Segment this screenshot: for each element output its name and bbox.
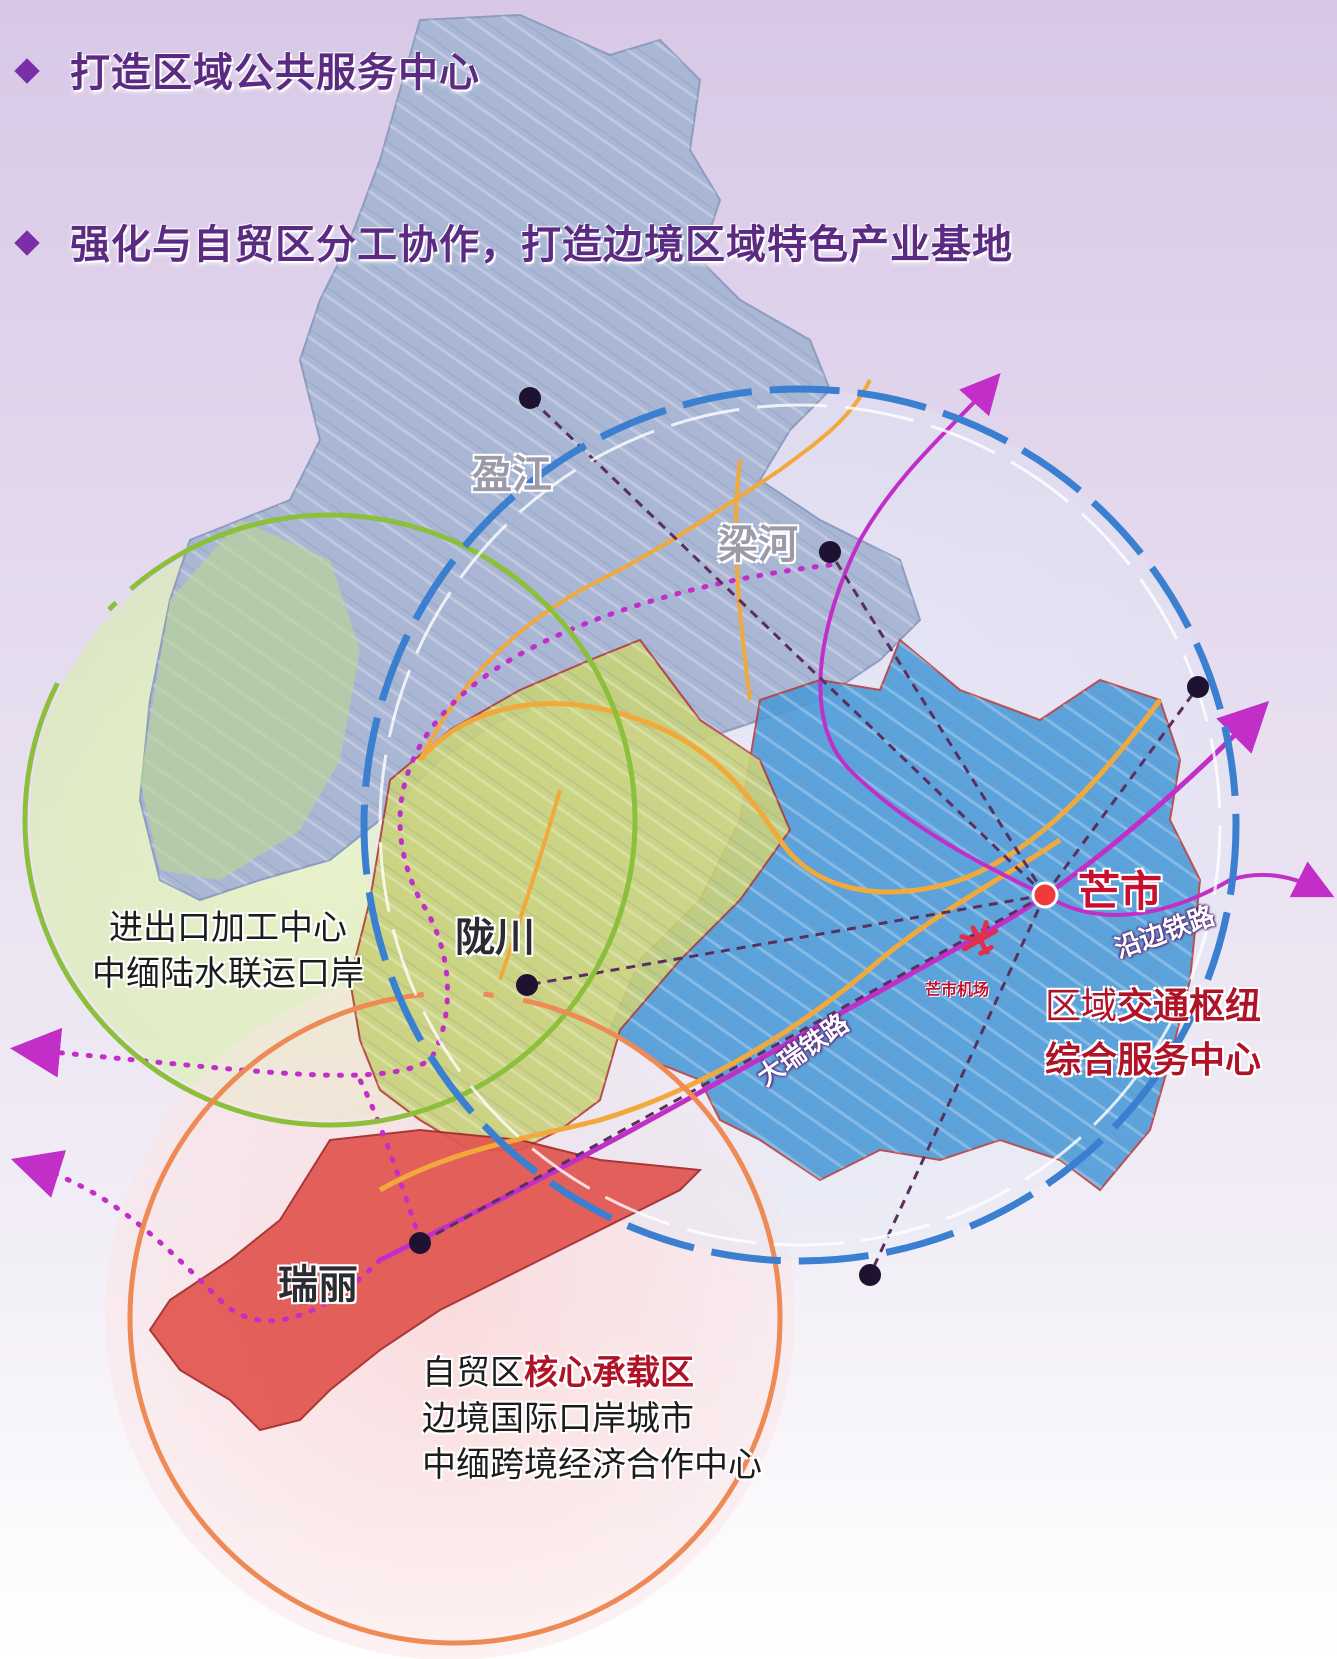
longchuan-dot <box>516 974 538 996</box>
callout-ruili-line1: 自贸区核心承载区 <box>422 1350 762 1396</box>
western-terrain <box>140 520 360 880</box>
headline-1-text: 打造区域公共服务中心 <box>70 50 480 96</box>
callout-ruili-highlight: 核心承载区 <box>524 1353 694 1393</box>
diamond-bullet-icon <box>14 230 40 256</box>
dali-ruili-railway <box>378 700 1270 1263</box>
road-main <box>418 698 1162 895</box>
label-mangshi-airport: 芒市机场 <box>925 980 990 999</box>
road-south <box>378 837 1062 1193</box>
label-lianghe: 梁河 <box>718 522 798 568</box>
road-north <box>418 379 872 761</box>
label-yingjiang: 盈江 <box>472 452 552 498</box>
longchuan-zone-texture <box>350 640 790 1150</box>
airplane-icon <box>959 920 999 956</box>
callout-mangshi-line1: 区域交通枢纽 <box>1045 980 1261 1034</box>
callout-longchuan-line1: 进出口加工中心 <box>109 908 347 948</box>
border-railway-east <box>1043 861 1335 917</box>
callout-ruili-line3: 中缅跨境经济合作中心 <box>422 1445 762 1485</box>
ruili-dot <box>409 1232 431 1254</box>
yingjiang-dot <box>519 387 541 409</box>
ruili-zone <box>148 1128 703 1432</box>
south-dot <box>859 1264 881 1286</box>
corridor-southwest <box>10 1150 383 1324</box>
mangshi-ring-inner <box>378 403 1222 1247</box>
callout-longchuan-line2: 中缅陆水联运口岸 <box>92 954 364 994</box>
callout-ruili-line2: 边境国际口岸城市 <box>422 1399 694 1439</box>
ruili-ring <box>127 990 783 1646</box>
road-lianghe <box>733 459 752 701</box>
mangshi-ring <box>360 385 1240 1265</box>
callout-mangshi-prefix: 区域 <box>1045 986 1118 1027</box>
label-mangshi: 芒市 <box>1078 867 1163 916</box>
road-longchuan <box>498 789 562 981</box>
label-ruili: 瑞丽 <box>278 1262 358 1308</box>
callout-mangshi: 区域交通枢纽 综合服务中心 <box>1045 980 1261 1088</box>
callout-longchuan: 进出口加工中心 中缅陆水联运口岸 <box>92 905 364 997</box>
callout-ruili-prefix: 自贸区 <box>422 1353 524 1393</box>
label-longchuan: 陇川 <box>455 915 535 961</box>
mangshi-dot <box>1031 881 1059 909</box>
longchuan-ring <box>22 512 638 1128</box>
northeast-dot <box>1187 676 1209 698</box>
headline-1: 打造区域公共服务中心 <box>14 40 480 98</box>
headline-2-text: 强化与自贸区分工协作，打造边境区域特色产业基地 <box>70 222 1013 268</box>
mangshi-links <box>419 396 1200 1276</box>
headline-2: 强化与自贸区分工协作，打造边境区域特色产业基地 <box>14 212 1013 270</box>
callout-mangshi-highlight: 交通枢纽 <box>1117 986 1262 1027</box>
diamond-bullet-icon <box>14 58 40 84</box>
corridor-ruili-link <box>357 1077 423 1243</box>
callout-ruili: 自贸区核心承载区 边境国际口岸城市 中缅跨境经济合作中心 <box>422 1350 762 1488</box>
lianghe-dot <box>819 541 841 563</box>
border-railway-north <box>818 373 1046 897</box>
corridor-west <box>10 562 833 1078</box>
callout-mangshi-line2: 综合服务中心 <box>1045 1040 1262 1081</box>
